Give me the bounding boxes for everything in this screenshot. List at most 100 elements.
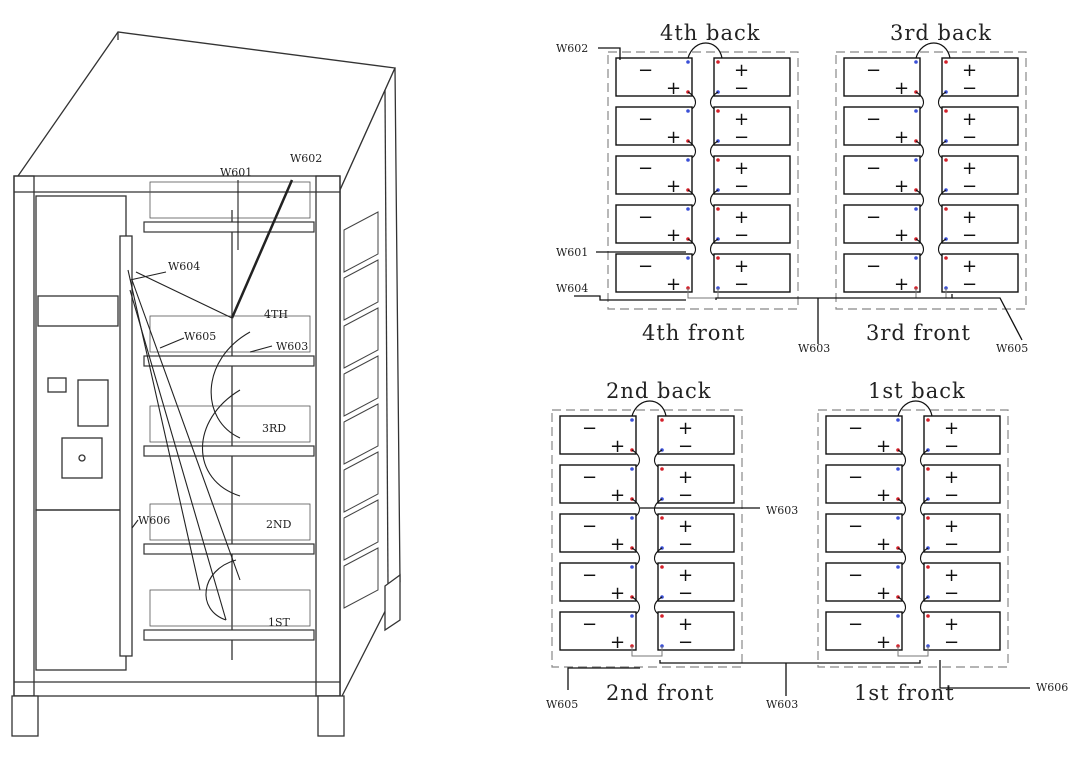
minus-sign: − xyxy=(638,207,653,228)
minus-sign: − xyxy=(582,418,597,439)
negative-terminal xyxy=(914,207,918,211)
battery-cell xyxy=(825,415,903,455)
cable-w602 xyxy=(230,179,294,319)
battery-cell xyxy=(923,562,1001,602)
positive-terminal xyxy=(660,516,664,520)
shelf-rail xyxy=(143,629,315,641)
negative-terminal xyxy=(914,109,918,113)
wire-w605-top xyxy=(952,297,1023,341)
label-w604: W604 xyxy=(556,282,588,295)
cabinet-front-frame xyxy=(13,175,341,697)
plus-sign: + xyxy=(962,60,977,81)
plus-sign: + xyxy=(678,565,693,586)
minus-sign: − xyxy=(848,418,863,439)
group-1st-back-title: 1st back xyxy=(868,379,966,403)
terminal-block xyxy=(47,377,67,393)
battery-cell xyxy=(615,57,693,97)
positive-terminal xyxy=(660,565,664,569)
negative-terminal xyxy=(896,467,900,471)
plus-sign: + xyxy=(962,207,977,228)
minus-sign: − xyxy=(944,534,959,555)
battery-block xyxy=(149,405,311,443)
battery-cell xyxy=(923,611,1001,651)
plus-sign: + xyxy=(962,158,977,179)
group-3rd-front-title: 3rd front xyxy=(866,321,971,345)
positive-terminal xyxy=(660,467,664,471)
minus-sign: − xyxy=(866,109,881,130)
negative-terminal xyxy=(896,516,900,520)
cable-diagonal-b xyxy=(135,271,233,319)
minus-sign: − xyxy=(678,534,693,555)
battery-block xyxy=(149,181,311,219)
group-2nd-front-title: 2nd front xyxy=(606,681,714,705)
battery-cell xyxy=(657,513,735,553)
positive-terminal xyxy=(716,109,720,113)
positive-terminal xyxy=(926,467,930,471)
wire-w602 xyxy=(598,47,621,60)
wire-w606 xyxy=(939,660,1030,689)
side-vent xyxy=(343,403,379,465)
minus-sign: − xyxy=(866,60,881,81)
shelf-label-4th: 4TH xyxy=(264,308,288,321)
minus-sign: − xyxy=(944,583,959,604)
battery-schematic: −++−−++−−++−−++−−++−−++−−++−−++−−++−−++−… xyxy=(551,42,1027,668)
battery-cell xyxy=(825,562,903,602)
minus-sign: − xyxy=(962,274,977,295)
minus-sign: − xyxy=(866,207,881,228)
minus-sign: − xyxy=(962,225,977,246)
breaker-switch xyxy=(77,379,109,427)
plus-sign: + xyxy=(894,225,909,246)
battery-cell xyxy=(923,464,1001,504)
negative-terminal xyxy=(686,207,690,211)
plus-sign: + xyxy=(944,418,959,439)
minus-sign: − xyxy=(678,632,693,653)
side-vent xyxy=(343,259,379,321)
battery-cell xyxy=(657,562,735,602)
shelf-rail xyxy=(143,355,315,367)
group-2nd-back-title: 2nd back xyxy=(606,379,711,403)
battery-block xyxy=(149,315,311,353)
label-w606: W606 xyxy=(1036,681,1068,694)
cab-label-w606: W606 xyxy=(138,514,170,527)
plus-sign: + xyxy=(962,256,977,277)
label-w603-mid: W603 xyxy=(766,504,798,517)
cabinet-leg-back xyxy=(384,573,401,632)
positive-terminal xyxy=(716,207,720,211)
battery-cell xyxy=(825,464,903,504)
battery-cell xyxy=(615,106,693,146)
battery-cell xyxy=(559,611,637,651)
plus-sign: + xyxy=(610,485,625,506)
battery-cell xyxy=(713,57,791,97)
plus-sign: + xyxy=(944,614,959,635)
minus-sign: − xyxy=(848,516,863,537)
battery-cell xyxy=(843,155,921,195)
plus-sign: + xyxy=(876,583,891,604)
plus-sign: + xyxy=(944,467,959,488)
plus-sign: + xyxy=(610,436,625,457)
breaker-box xyxy=(37,295,119,327)
fan-plate xyxy=(61,437,103,479)
negative-terminal xyxy=(630,467,634,471)
bottom-bracket xyxy=(687,288,719,299)
plus-sign: + xyxy=(944,565,959,586)
label-w603-bottom: W603 xyxy=(766,698,798,711)
label-w605-top: W605 xyxy=(996,342,1028,355)
plus-sign: + xyxy=(666,274,681,295)
battery-cell xyxy=(825,611,903,651)
positive-terminal xyxy=(660,614,664,618)
positive-terminal xyxy=(660,418,664,422)
positive-terminal xyxy=(926,565,930,569)
plus-sign: + xyxy=(894,176,909,197)
minus-sign: − xyxy=(678,583,693,604)
positive-terminal xyxy=(716,158,720,162)
battery-cell xyxy=(615,155,693,195)
negative-terminal xyxy=(630,516,634,520)
cable-diagonal-d xyxy=(131,279,241,581)
plus-sign: + xyxy=(734,60,749,81)
positive-terminal xyxy=(944,256,948,260)
plus-sign: + xyxy=(876,436,891,457)
plus-sign: + xyxy=(678,614,693,635)
minus-sign: − xyxy=(582,614,597,635)
